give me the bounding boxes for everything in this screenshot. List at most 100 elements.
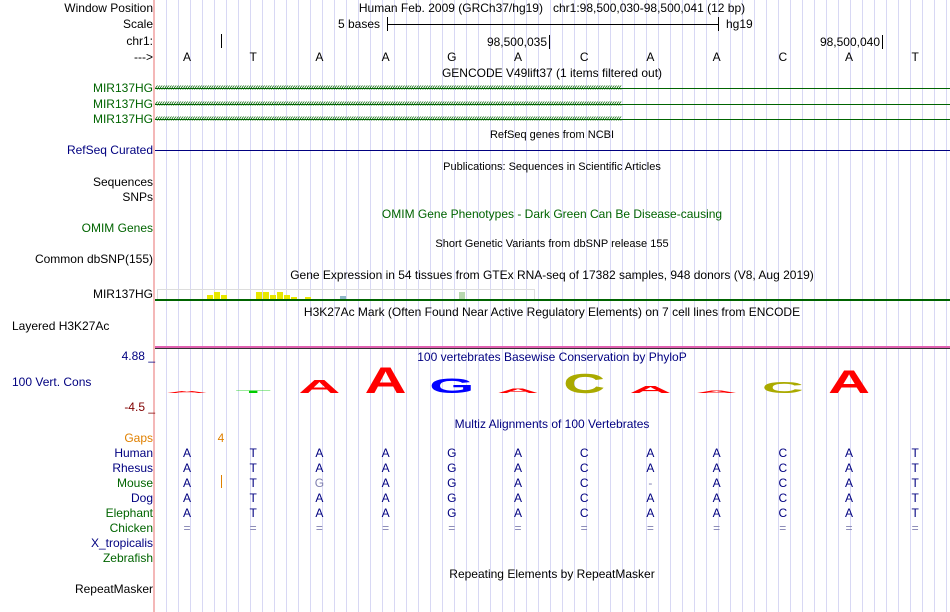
repeatmasker-label[interactable]: RepeatMasker bbox=[74, 582, 153, 596]
gene-track[interactable]: ‹‹‹‹‹‹‹‹‹‹‹‹‹‹‹‹‹‹‹‹‹‹‹‹‹‹‹‹‹‹‹‹‹‹‹‹‹‹‹‹… bbox=[155, 97, 950, 111]
omim-label[interactable]: OMIM Genes bbox=[81, 221, 153, 235]
gtex-bar[interactable] bbox=[459, 292, 465, 300]
refseq-gene-line[interactable] bbox=[155, 150, 950, 151]
phylop-min: -4.5 _ bbox=[124, 400, 155, 414]
gtex-bar[interactable] bbox=[214, 292, 220, 300]
base-letter: A bbox=[712, 50, 721, 64]
alignment-base: A bbox=[646, 506, 655, 520]
gene-line bbox=[155, 103, 950, 105]
alignment-base: C bbox=[579, 461, 589, 475]
gtex-box[interactable] bbox=[157, 289, 535, 300]
multiz-title[interactable]: Multiz Alignments of 100 Vertebrates bbox=[454, 417, 650, 431]
alignment-base: T bbox=[911, 476, 919, 490]
species-label[interactable]: Mouse bbox=[116, 476, 153, 490]
alignment-base: = bbox=[183, 521, 191, 535]
alignment-base: = bbox=[249, 521, 257, 535]
alignment-base: A bbox=[712, 506, 721, 520]
species-label[interactable]: X_tropicalis bbox=[90, 536, 153, 550]
alignment-base: T bbox=[911, 461, 919, 475]
gene-label[interactable]: MIR137HG bbox=[92, 81, 153, 95]
alignment-base: A bbox=[381, 446, 390, 460]
label-separator[interactable] bbox=[153, 0, 155, 612]
alignment-base: A bbox=[513, 446, 523, 460]
gtex-bar[interactable] bbox=[207, 294, 213, 300]
species-label[interactable]: Human bbox=[114, 446, 153, 460]
snps-label[interactable]: SNPs bbox=[122, 190, 153, 204]
alignment-base: = bbox=[382, 521, 390, 535]
refseq-label[interactable]: RefSeq Curated bbox=[66, 143, 153, 157]
alignment-base: G bbox=[447, 446, 457, 460]
species-label[interactable]: Elephant bbox=[105, 506, 153, 520]
gaps-label[interactable]: Gaps bbox=[124, 431, 153, 445]
gtex-bar[interactable] bbox=[263, 292, 269, 300]
base-grid bbox=[155, 0, 950, 612]
gtex-title[interactable]: Gene Expression in 54 tissues from GTEx … bbox=[290, 268, 814, 282]
position: chr1:98,500,030-98,500,041 (12 bp) bbox=[552, 1, 746, 15]
alignment-base: C bbox=[579, 491, 589, 505]
gene-track[interactable]: ‹‹‹‹‹‹‹‹‹‹‹‹‹‹‹‹‹‹‹‹‹‹‹‹‹‹‹‹‹‹‹‹‹‹‹‹‹‹‹‹… bbox=[155, 112, 950, 126]
repeatmasker-title[interactable]: Repeating Elements by RepeatMasker bbox=[449, 567, 655, 581]
base-letter: A bbox=[844, 50, 854, 64]
gene-label[interactable]: MIR137HG bbox=[92, 96, 153, 111]
alignment-base: C bbox=[778, 446, 788, 460]
alignment-base: A bbox=[844, 476, 854, 490]
alignment-base: A bbox=[381, 476, 390, 490]
gtex-label[interactable]: MIR137HG bbox=[92, 287, 153, 301]
alignment-base: C bbox=[579, 506, 589, 520]
alignment-base: = bbox=[514, 521, 522, 535]
alignment-base: A bbox=[315, 506, 324, 520]
base-letter: C bbox=[778, 50, 788, 64]
base-letter: A bbox=[646, 50, 655, 64]
alignment-base: A bbox=[844, 461, 854, 475]
gtex-bar[interactable] bbox=[340, 296, 346, 300]
species-label[interactable]: Zebrafish bbox=[102, 551, 153, 565]
gencode-title[interactable]: GENCODE V49lift37 (1 items filtered out) bbox=[441, 66, 663, 80]
scale-bar bbox=[387, 17, 719, 31]
gtex-bar[interactable] bbox=[305, 297, 311, 300]
alignment-base: A bbox=[712, 461, 721, 475]
omim-title[interactable]: OMIM Gene Phenotypes - Dark Green Can Be… bbox=[381, 207, 723, 221]
alignment-base: A bbox=[513, 461, 523, 475]
species-label[interactable]: Dog bbox=[130, 491, 153, 505]
alignment-base: A bbox=[182, 506, 192, 520]
phylop-title[interactable]: 100 vertebrates Basewise Conservation by… bbox=[417, 350, 687, 364]
alignment-base: = bbox=[911, 521, 919, 535]
alignment-base: C bbox=[579, 476, 589, 490]
alignment-base: A bbox=[646, 491, 655, 505]
h3k27ac-title[interactable]: H3K27Ac Mark (Often Found Near Active Re… bbox=[303, 305, 801, 319]
scale-label: Scale bbox=[122, 17, 153, 31]
alignment-base: G bbox=[314, 476, 325, 490]
gtex-bar[interactable] bbox=[277, 292, 283, 300]
publications-title[interactable]: Publications: Sequences in Scientific Ar… bbox=[443, 161, 661, 173]
base-letter: A bbox=[513, 50, 523, 64]
gtex-bar[interactable] bbox=[221, 294, 227, 300]
alignment-base: T bbox=[911, 446, 919, 460]
base-letter: T bbox=[911, 50, 919, 64]
h3k27ac-signal bbox=[155, 346, 950, 348]
alignment-base: A bbox=[381, 461, 390, 475]
alignment-base: = bbox=[448, 521, 456, 535]
sequences-label[interactable]: Sequences bbox=[92, 175, 153, 189]
species-label[interactable]: Chicken bbox=[109, 521, 153, 535]
logo-letter: C bbox=[563, 368, 605, 399]
gtex-gene-line bbox=[155, 299, 950, 301]
window-position: Human Feb. 2009 (GRCh37/hg19) chr1:98,50… bbox=[359, 1, 745, 15]
base-letter: G bbox=[447, 50, 457, 64]
gtex-bar[interactable] bbox=[256, 292, 262, 300]
dbsnp-title[interactable]: Short Genetic Variants from dbSNP releas… bbox=[435, 238, 669, 250]
gtex-bar[interactable] bbox=[284, 294, 290, 300]
refseq-title[interactable]: RefSeq genes from NCBI bbox=[489, 129, 615, 141]
gene-track[interactable]: ‹‹‹‹‹‹‹‹‹‹‹‹‹‹‹‹‹‹‹‹‹‹‹‹‹‹‹‹‹‹‹‹‹‹‹‹‹‹‹‹… bbox=[155, 81, 950, 95]
gene-label[interactable]: MIR137HG bbox=[92, 112, 153, 126]
base-letter: A bbox=[315, 50, 324, 64]
species-label[interactable]: Rhesus bbox=[112, 461, 153, 475]
phylop-label[interactable]: 100 Vert. Cons bbox=[12, 375, 92, 389]
gtex-bar[interactable] bbox=[270, 294, 276, 300]
h3k27ac-label[interactable]: Layered H3K27Ac bbox=[12, 319, 110, 333]
alignment-base: C bbox=[778, 476, 788, 490]
logo-letter: A bbox=[828, 363, 870, 400]
gtex-bar[interactable] bbox=[291, 297, 297, 300]
alignment-base: = bbox=[713, 521, 721, 535]
dbsnp-label[interactable]: Common dbSNP(155) bbox=[34, 252, 153, 266]
